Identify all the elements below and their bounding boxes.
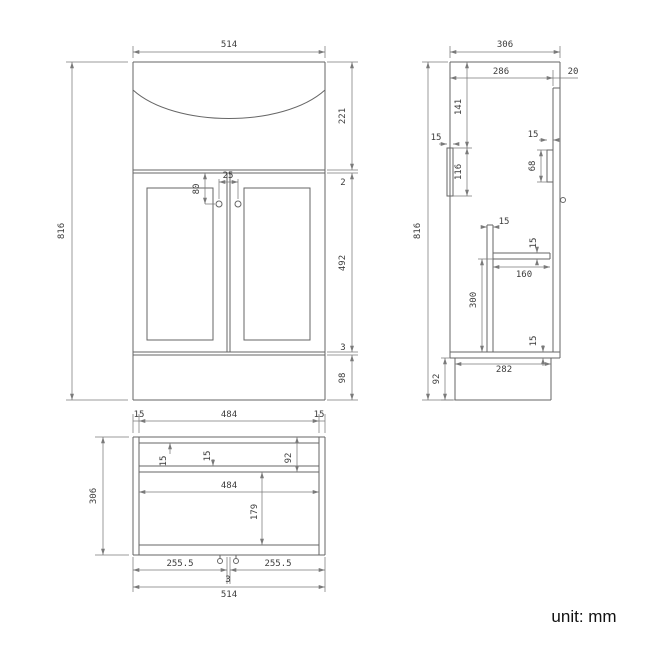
dim-front-plinth-height: 98: [338, 373, 348, 384]
right-door-panel: [243, 187, 311, 341]
front-view-geometry: [132, 61, 326, 401]
dim-plan-back-offset: 92: [284, 453, 294, 464]
dim-side-top-offset: 20: [568, 67, 579, 77]
basin-curve: [132, 89, 326, 119]
side-view-dimensions: 306 286 20 816 141 15 116 15 68 15 15 16…: [413, 40, 579, 401]
dim-side-plinth-height: 92: [432, 374, 442, 385]
dim-side-top-depth: 286: [493, 67, 509, 77]
door-handle-right: [234, 200, 242, 208]
dim-side-shelf-thickness: 15: [529, 238, 539, 249]
dim-plan-door-left: 255.5: [166, 559, 193, 569]
dim-front-handle-drop: 80: [192, 184, 202, 195]
dim-front-height: 816: [57, 223, 67, 239]
plan-view: 15 484 15 306 15 15 92 484 179 255.5 255…: [89, 410, 326, 600]
dim-side-bottom-thickness: 15: [529, 336, 539, 347]
dim-plan-right-wall: 15: [314, 410, 325, 420]
dim-side-rail-top-offset: 141: [454, 99, 464, 115]
dim-side-depth: 306: [497, 40, 513, 50]
dim-side-plinth-depth: 282: [496, 365, 512, 375]
dim-front-handle-spacing: 25: [223, 171, 234, 181]
dim-side-shelf-height: 300: [469, 292, 479, 308]
door-knob-plan-right: [233, 558, 239, 564]
dim-side-front-rail-length: 68: [528, 161, 538, 172]
dim-front-width: 514: [221, 40, 237, 50]
door-knob-plan-left: [217, 558, 223, 564]
dim-side-height: 816: [413, 223, 423, 239]
dim-plan-depth: 306: [89, 488, 99, 504]
side-view: 306 286 20 816 141 15 116 15 68 15 15 16…: [413, 40, 579, 401]
front-hanging-rail: [546, 149, 554, 183]
door-knob-side: [560, 197, 566, 203]
unit-label: unit: mm: [551, 607, 616, 626]
dim-front-basin-height: 221: [338, 108, 348, 124]
dim-side-front-rail-width: 15: [528, 130, 539, 140]
dim-plan-width: 514: [221, 590, 237, 600]
dim-plan-back-panel: 15: [159, 456, 169, 467]
plan-view-dimensions: 15 484 15 306 15 15 92 484 179 255.5 255…: [89, 410, 326, 600]
dim-front-door-height: 492: [338, 255, 348, 271]
dim-plan-left-wall: 15: [134, 410, 145, 420]
dim-plan-door-gap: 3: [225, 575, 230, 585]
left-door-panel: [146, 187, 214, 341]
dim-plan-door-right: 255.5: [264, 559, 291, 569]
dim-front-worktop-gap: 2: [340, 178, 345, 188]
door-handle-left: [215, 200, 223, 208]
dim-side-back-rail-length: 116: [454, 164, 464, 180]
back-hanging-rail: [446, 147, 454, 197]
dim-front-bottom-gap: 3: [340, 343, 345, 353]
dim-side-support-width: 15: [499, 217, 510, 227]
dim-side-shelf-depth: 160: [516, 270, 532, 280]
dim-plan-inner-width-2: 484: [221, 481, 237, 491]
front-view-dimensions: 514 816 221 2 492 3 98 80 25: [57, 40, 358, 401]
dim-plan-back-rail: 15: [203, 451, 213, 462]
side-view-geometry: [446, 61, 566, 401]
front-view: 514 816 221 2 492 3 98 80 25: [57, 40, 358, 401]
dim-plan-inner-depth: 179: [250, 504, 260, 520]
dim-plan-inner-width: 484: [221, 410, 237, 420]
dim-side-back-rail-width: 15: [431, 133, 442, 143]
